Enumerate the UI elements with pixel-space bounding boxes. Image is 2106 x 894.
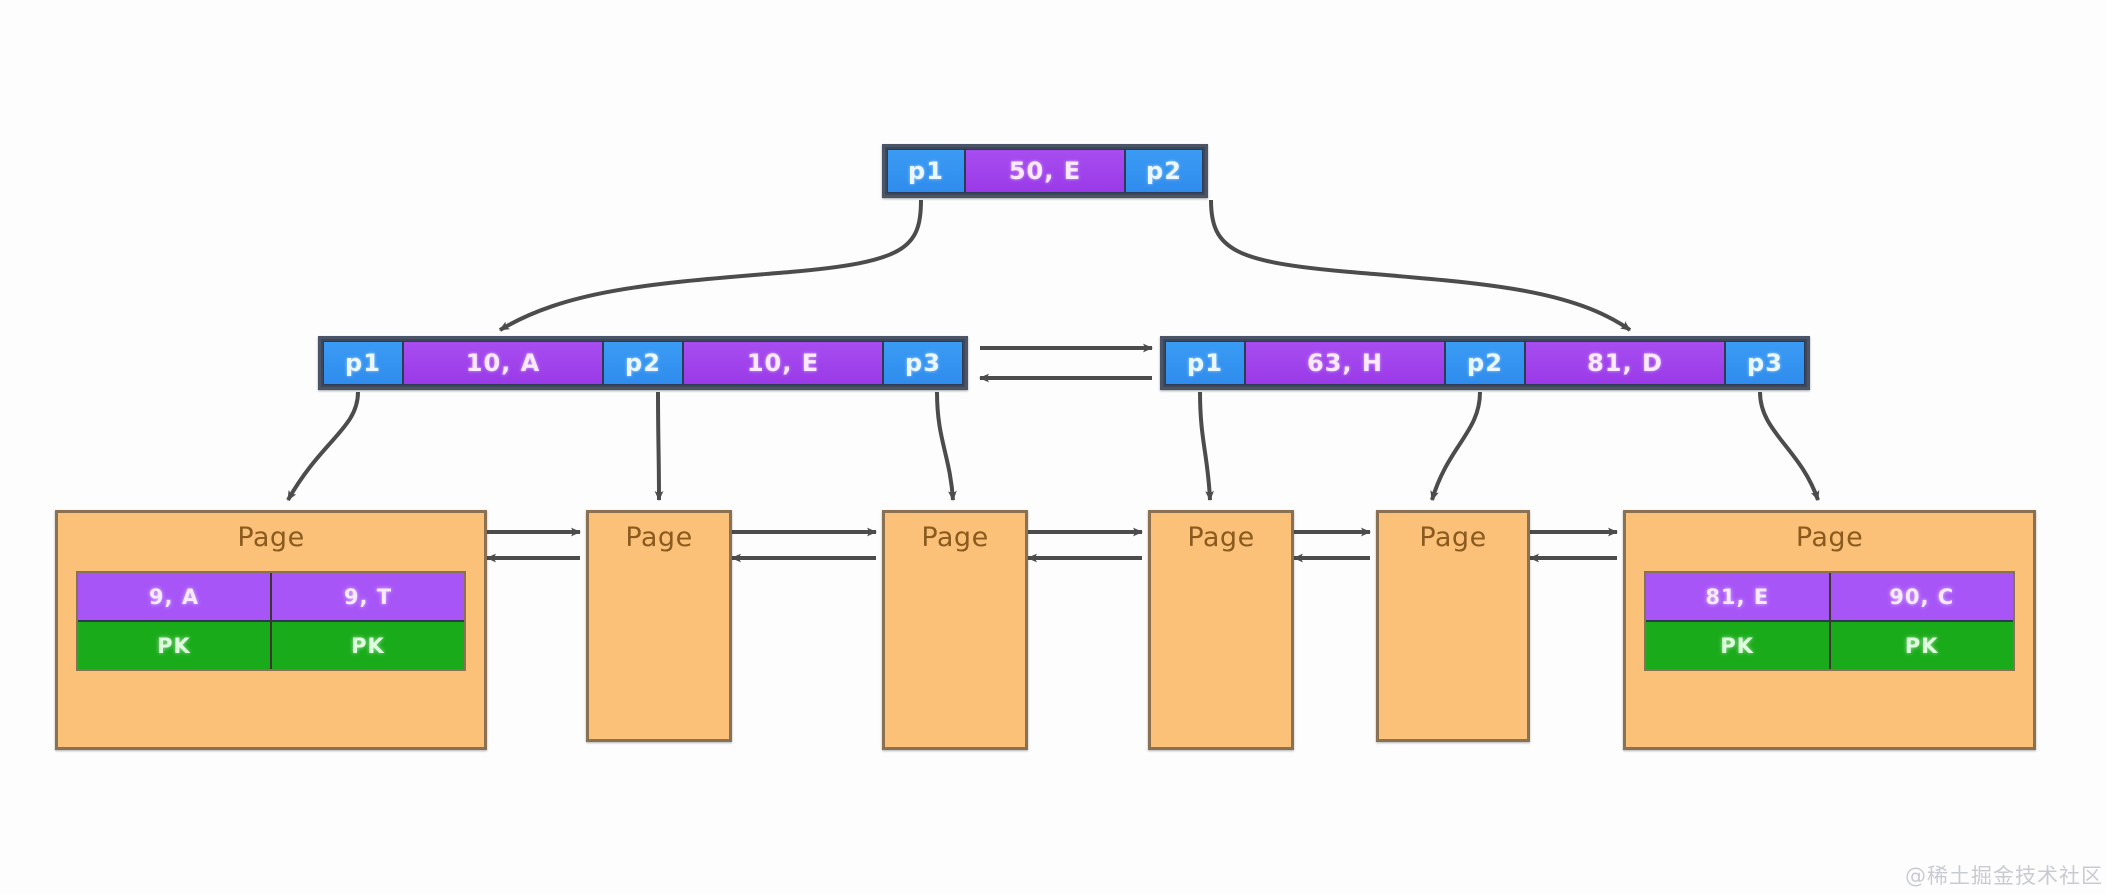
edge-internal-left-p2	[654, 391, 664, 501]
leaf-page-5-title: Page	[1419, 522, 1487, 553]
root-node-pointer-p1[interactable]: p1	[887, 149, 965, 193]
leaf-page-6-record-1-pk: PK	[1646, 622, 1829, 669]
watermark: @稀土掘金技术社区	[1905, 864, 2103, 888]
internal-node-right-pointer-p1[interactable]: p1	[1165, 341, 1245, 385]
internal-node-right-pointer-p2[interactable]: p2	[1445, 341, 1525, 385]
leaf-page-6-title: Page	[1795, 522, 1864, 553]
internal-node-left-key-10-E[interactable]: 10, E	[683, 341, 883, 385]
leaf-page-4-title: Page	[1187, 522, 1255, 553]
leaf-page-1-record-2-pk: PK	[272, 622, 464, 669]
internal-node-left-key-10-A[interactable]: 10, A	[403, 341, 603, 385]
edge-root-p2	[1209, 199, 1632, 332]
edge-internal-left-p3	[935, 391, 957, 501]
leaf-page-4[interactable]: Page	[1148, 510, 1294, 750]
leaf-page-1-record-1-pk: PK	[78, 622, 270, 669]
edge-internal-right-p1	[1198, 391, 1214, 501]
root-node-key-50-E[interactable]: 50, E	[965, 149, 1125, 193]
internal-node-left-pointer-p3[interactable]: p3	[883, 341, 963, 385]
leaf-page-6-record-2-key: 90, C	[1830, 573, 2013, 622]
leaf-page-3[interactable]: Page	[882, 510, 1028, 750]
edge-internal-right-p3	[1758, 391, 1820, 501]
leaf-page-1-record-1-key: 9, A	[78, 573, 270, 622]
edge-internal-right-p2	[1430, 391, 1482, 501]
edge-internal-left-p1	[286, 391, 360, 501]
internal-node-left-pointer-p2[interactable]: p2	[603, 341, 683, 385]
leaf-page-2-title: Page	[625, 522, 693, 553]
internal-node-left-pointer-p1[interactable]: p1	[323, 341, 403, 385]
leaf-page-1-record-2-key: 9, T	[272, 573, 464, 622]
leaf-page-1-title: Page	[237, 522, 305, 553]
leaf-page-5[interactable]: Page	[1376, 510, 1530, 742]
leaf-page-2[interactable]: Page	[586, 510, 732, 742]
leaf-page-6-record-1-key: 81, E	[1646, 573, 1829, 622]
internal-node-right-key-63-H[interactable]: 63, H	[1245, 341, 1445, 385]
root-node-pointer-p2[interactable]: p2	[1125, 149, 1203, 193]
internal-node-right-key-81-D[interactable]: 81, D	[1525, 341, 1725, 385]
internal-node-right-pointer-p3[interactable]: p3	[1725, 341, 1805, 385]
edge-root-p1	[498, 199, 923, 332]
leaf-page-6-record-2-pk: PK	[1830, 622, 2013, 669]
leaf-page-3-title: Page	[921, 522, 989, 553]
